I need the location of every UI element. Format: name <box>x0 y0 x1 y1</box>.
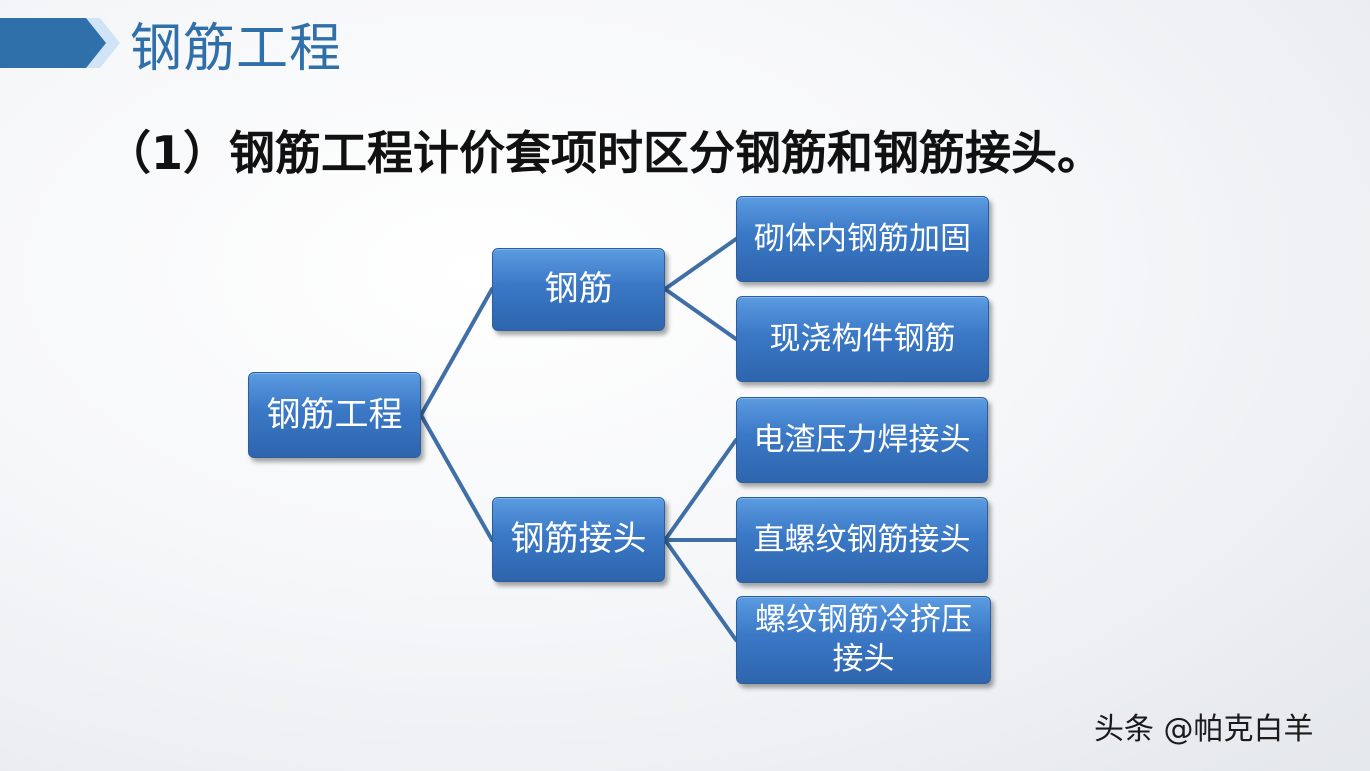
node-electroslag-joint: 电渣压力焊接头 <box>736 397 988 483</box>
node-cast-in-place-rebar: 现浇构件钢筋 <box>736 296 989 382</box>
node-rebar: 钢筋 <box>492 248 665 331</box>
connector-root-rebar <box>419 287 494 417</box>
subtitle: （1）钢筋工程计价套项时区分钢筋和钢筋接头。 <box>105 126 1104 180</box>
node-rebar-joint: 钢筋接头 <box>492 497 665 582</box>
connector-joint-leaf3 <box>663 438 738 542</box>
connector-joint-leaf5 <box>663 538 738 642</box>
connector-rebar-leaf1 <box>663 237 738 291</box>
node-root: 钢筋工程 <box>248 372 421 458</box>
node-masonry-rebar-reinforcement: 砌体内钢筋加固 <box>736 196 989 282</box>
node-straight-thread-joint: 直螺纹钢筋接头 <box>736 497 988 583</box>
node-cold-extrusion-joint: 螺纹钢筋冷挤压接头 <box>736 596 991 684</box>
connector-root-joint <box>419 413 494 542</box>
connector-rebar-leaf2 <box>663 287 738 341</box>
title-arrow-decoration <box>0 18 120 68</box>
watermark: 头条 @帕克白羊 <box>1094 712 1314 747</box>
page-title: 钢筋工程 <box>130 19 343 79</box>
